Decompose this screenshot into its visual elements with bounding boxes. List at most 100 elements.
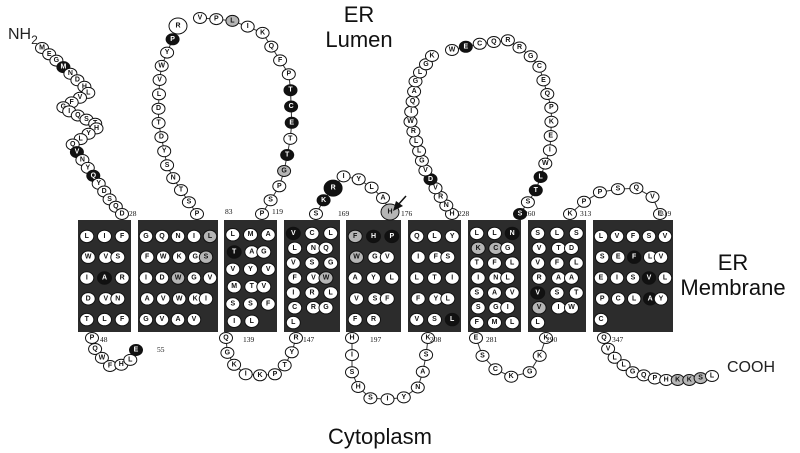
residue-letter: L	[663, 275, 668, 282]
residue-circle	[209, 13, 224, 26]
residue: L	[504, 256, 520, 270]
residue-circle	[170, 271, 186, 285]
residue: V	[305, 271, 321, 285]
residue-circle	[645, 191, 660, 203]
residue: T	[277, 359, 292, 372]
residue-circle	[225, 262, 241, 276]
residue-letter: K	[193, 295, 198, 302]
residue-number: 208	[430, 335, 442, 344]
residue: S	[469, 286, 485, 300]
residue: A	[407, 85, 422, 98]
residue-letter: P	[195, 211, 200, 218]
residue-circle	[97, 271, 112, 285]
residue-circle	[152, 88, 166, 101]
residue: K	[255, 26, 270, 39]
residue-letter: P	[598, 189, 603, 196]
residue: L	[549, 226, 565, 241]
residue: K	[227, 358, 242, 371]
residue-circle	[410, 292, 426, 306]
residue-circle	[597, 332, 611, 344]
residue-letter: Q	[323, 245, 329, 252]
residue: S	[625, 271, 641, 285]
residue-letter: S	[165, 162, 170, 169]
residue-circle	[641, 229, 657, 244]
residue-letter: F	[145, 254, 150, 261]
residue-number: 119	[272, 207, 283, 216]
residue-letter: I	[86, 275, 88, 282]
residue-circle	[544, 115, 559, 128]
residue-circle	[409, 312, 425, 327]
residue-circle	[287, 241, 303, 256]
residue-letter: K	[177, 254, 182, 261]
residue: L	[500, 271, 516, 285]
residue-number: 319	[660, 209, 672, 218]
residue-letter: H	[119, 361, 124, 368]
residue: L	[79, 229, 95, 244]
residue-circle	[170, 312, 186, 327]
residue-circle	[504, 226, 520, 241]
er-membrane-label-line1: ER	[718, 250, 749, 275]
residue: E	[129, 344, 143, 356]
residue-circle	[629, 182, 644, 195]
residue: E	[284, 116, 299, 129]
residue: G	[318, 301, 334, 315]
residue-letter: M	[231, 283, 237, 290]
residue-circle	[349, 250, 364, 264]
residue-letter: G	[61, 104, 67, 111]
residue-letter: E	[616, 254, 621, 261]
residue-letter: C	[289, 103, 294, 110]
residue-letter: V	[103, 295, 108, 302]
residue-circle	[225, 228, 241, 242]
residue: F	[273, 54, 288, 67]
residue-letter: K	[232, 361, 237, 368]
residue-number: 228	[458, 209, 470, 218]
residue: I	[97, 229, 112, 244]
residue-circle	[610, 250, 626, 264]
residue-circle	[410, 381, 425, 394]
residue: W	[170, 271, 186, 285]
residue-letter: F	[632, 254, 637, 261]
residue-circle	[470, 271, 486, 285]
residue-letter: F	[492, 260, 497, 267]
residue: L	[323, 286, 339, 300]
residue-circle	[225, 14, 240, 27]
residue-letter: K	[257, 372, 262, 379]
residue-circle	[609, 271, 625, 285]
residue-letter: F	[293, 275, 298, 282]
residue: R	[304, 286, 320, 300]
residue-number: 347	[612, 335, 624, 344]
residue: F	[428, 250, 444, 264]
er-lumen-label-line1: ER	[344, 2, 375, 27]
residue: C	[304, 226, 320, 241]
residue-letter: F	[385, 295, 390, 302]
residue-letter: W	[353, 254, 360, 261]
residue-letter: D	[428, 176, 433, 183]
residue-circle	[114, 312, 130, 327]
residue: I	[542, 144, 557, 157]
residue-circle	[94, 351, 109, 364]
residue-circle	[284, 100, 299, 113]
residue-letter: V	[414, 316, 419, 323]
residue-letter: H	[94, 125, 99, 132]
residue-letter: W	[449, 47, 456, 54]
residue-circle	[564, 271, 579, 285]
residue-letter: S	[84, 116, 89, 123]
residue-letter: E	[289, 119, 294, 126]
residue: V	[645, 191, 660, 203]
residue: T	[427, 271, 442, 285]
residue: A	[642, 292, 658, 306]
residue-letter: A	[266, 231, 271, 238]
residue: F	[487, 256, 502, 270]
residue: G	[414, 154, 429, 167]
residue-letter: Q	[414, 233, 420, 240]
residue: E	[543, 130, 558, 142]
residue: S	[610, 183, 625, 196]
residue-circle	[421, 332, 435, 344]
residue: P	[281, 68, 296, 81]
residue: K	[470, 241, 486, 256]
residue: T	[568, 286, 584, 300]
residue-letter: N	[68, 70, 73, 77]
residue-letter: F	[475, 319, 480, 326]
residue-letter: S	[115, 254, 120, 261]
residue-circle	[267, 368, 282, 381]
